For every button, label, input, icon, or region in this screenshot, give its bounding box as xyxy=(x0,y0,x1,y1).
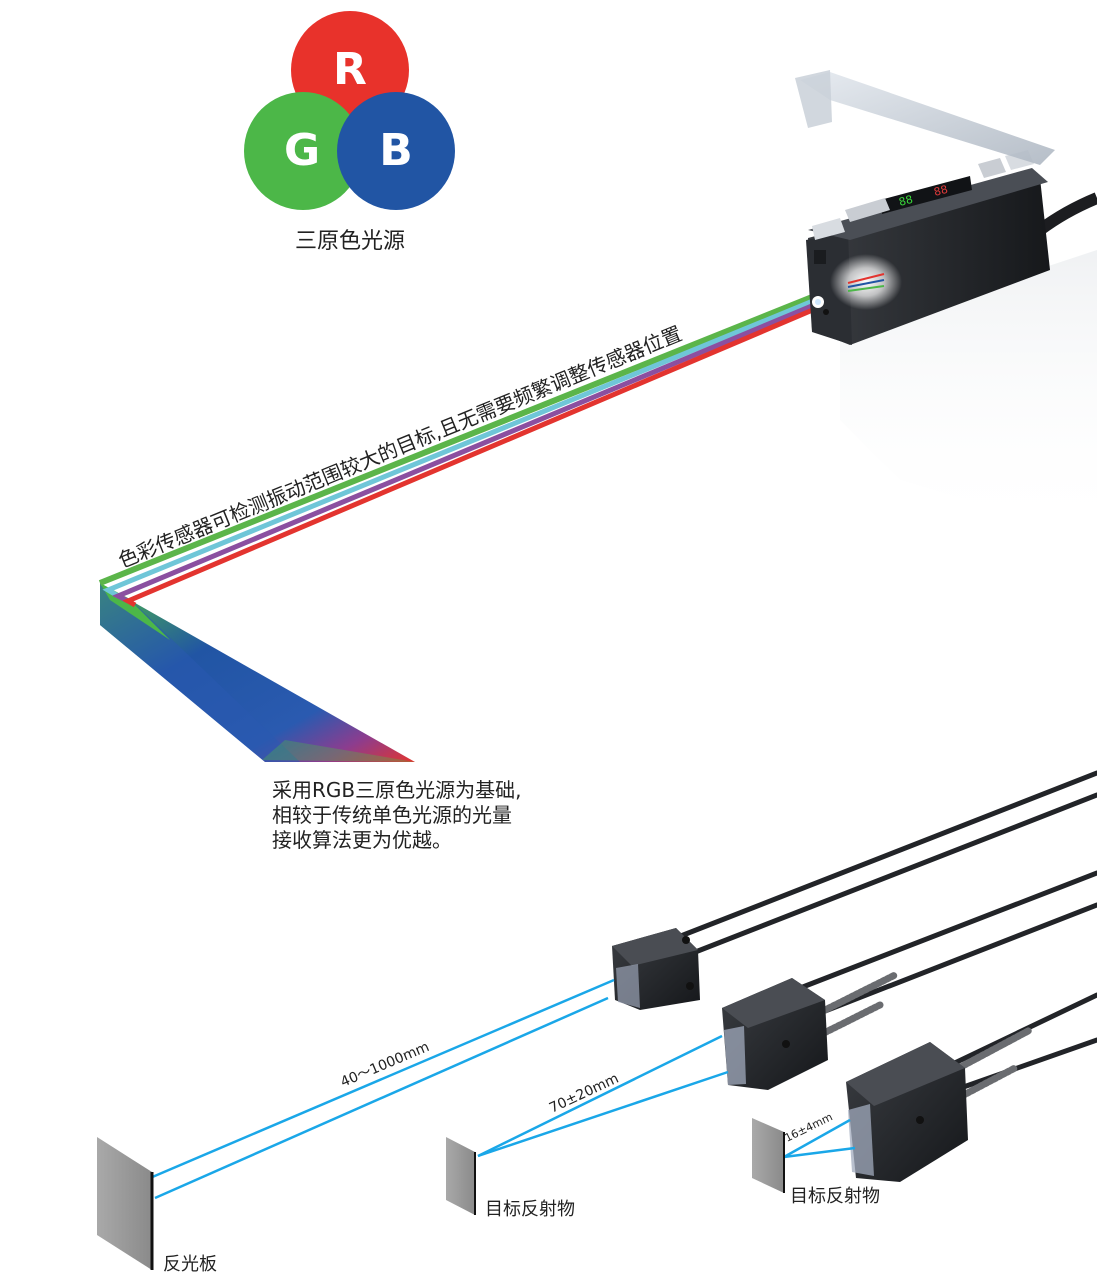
target-label-small: 目标反射物 xyxy=(790,1186,880,1207)
color-beam: 色彩传感器可检测振动范围较大的目标,且无需要频繁调整传感器位置 xyxy=(98,294,816,608)
sensor-head-large xyxy=(612,928,700,1010)
green-circle xyxy=(244,92,362,210)
description: 采用RGB三原色光源为基础, 相较于传统单色光源的光量 接收算法更为优越。 xyxy=(272,778,521,852)
amp-glow xyxy=(830,254,902,310)
sensor-head-small xyxy=(846,1042,968,1182)
sensor-head-medium xyxy=(722,978,828,1090)
beam-line-cyan xyxy=(102,298,814,599)
sensor-beams xyxy=(149,978,856,1200)
description-line-1: 采用RGB三原色光源为基础, xyxy=(272,778,521,802)
sensor-cables xyxy=(647,770,1097,1102)
target-label-medium: 目标反射物 xyxy=(485,1199,575,1220)
amp-cover xyxy=(800,72,1055,165)
svg-text:88: 88 xyxy=(897,193,914,209)
target-plate-small xyxy=(752,1118,785,1193)
svg-text:88: 88 xyxy=(932,183,949,199)
blue-circle xyxy=(337,92,455,210)
rgb-logo: R G B 三原色光源 xyxy=(244,11,455,254)
amp-cable xyxy=(1036,192,1097,235)
letter-g: G xyxy=(284,125,320,176)
letter-b: B xyxy=(379,125,413,176)
beam-line-purple xyxy=(112,302,815,604)
fiber-amplifier: 88 88 xyxy=(795,70,1097,345)
beam-text: 色彩传感器可检测振动范围较大的目标,且无需要频繁调整传感器位置 xyxy=(115,321,685,572)
description-line-2: 相较于传统单色光源的光量 xyxy=(272,803,512,827)
rgb-caption: 三原色光源 xyxy=(295,229,405,254)
light-fan xyxy=(100,583,415,762)
range-label-small: 16±4mm xyxy=(783,1110,835,1144)
reflector-plate xyxy=(97,1137,154,1270)
description-line-3: 接收算法更为优越。 xyxy=(272,828,452,852)
reflector-label: 反光板 xyxy=(163,1254,217,1275)
target-plate-medium xyxy=(446,1137,476,1215)
amp-display xyxy=(880,176,972,214)
range-label-medium: 70±20mm xyxy=(547,1071,621,1117)
beam-line-green xyxy=(98,294,814,586)
letter-r: R xyxy=(333,44,367,95)
beam-line-red xyxy=(122,306,816,608)
